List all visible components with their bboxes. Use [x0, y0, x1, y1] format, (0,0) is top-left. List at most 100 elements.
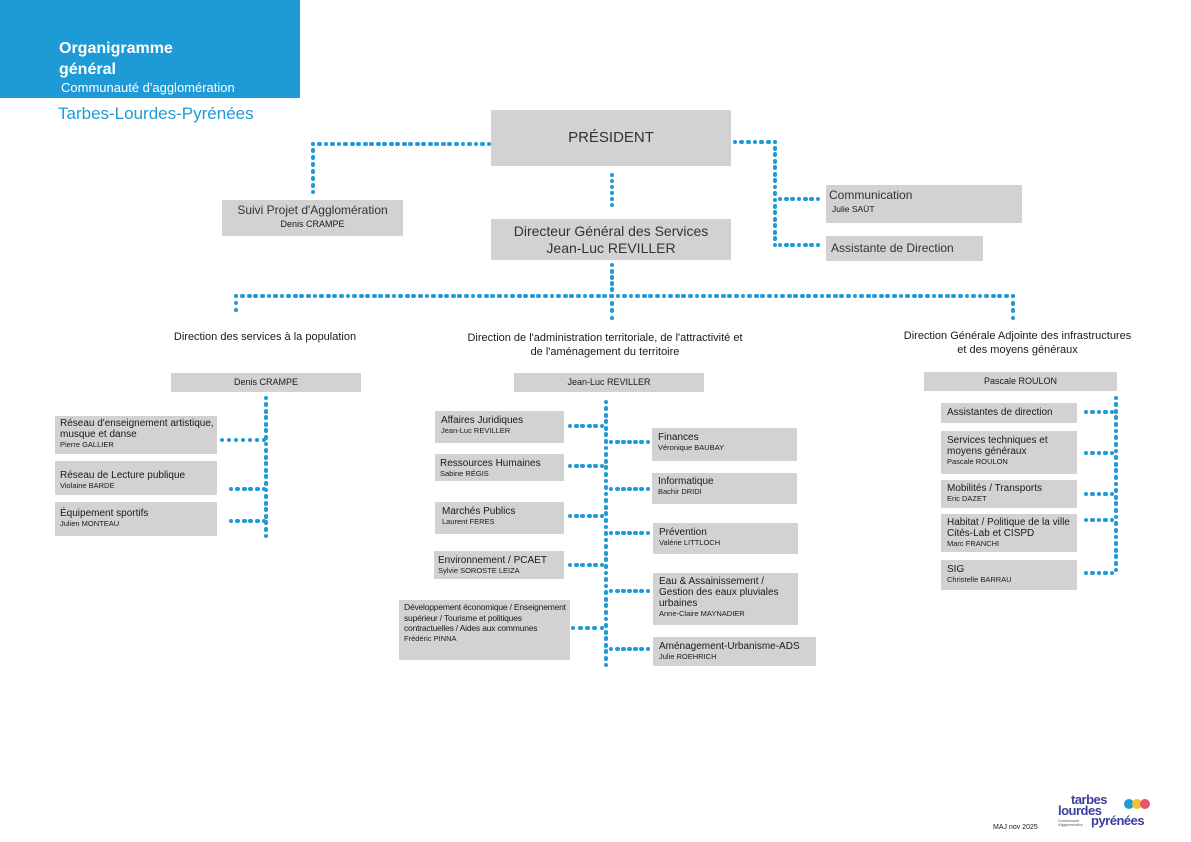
- service-title: Équipement sportifs: [60, 508, 149, 519]
- service-title: Habitat / Politique de la ville Cités-La…: [947, 517, 1070, 539]
- connector-dot: [603, 596, 609, 602]
- direction-infrastructures-label-line1: Direction Générale Adjointe des infrastr…: [903, 330, 1132, 342]
- connector-dot: [620, 486, 626, 492]
- connector-dot: [796, 242, 802, 248]
- service-finances: Finances Véronique BAUBAY: [652, 428, 797, 461]
- connector-dot: [627, 486, 632, 492]
- connector-dot: [813, 293, 818, 299]
- connector-dot: [603, 432, 609, 438]
- connector-dot: [299, 293, 305, 299]
- service-person: Eric DAZET: [947, 494, 987, 503]
- connector-dot: [362, 141, 368, 147]
- connector-dot: [310, 182, 316, 188]
- connector-dot: [872, 293, 878, 299]
- connector-dot: [1113, 481, 1119, 487]
- connector-dot: [603, 517, 609, 523]
- connector-dot: [984, 293, 990, 299]
- connector-dot: [310, 155, 316, 161]
- connector-dot: [1109, 570, 1115, 576]
- service-title: Ressources Humaines: [440, 458, 541, 469]
- connector-dot: [639, 486, 645, 492]
- connector-dot: [404, 293, 410, 299]
- connector-dot: [603, 537, 609, 543]
- connector-dot: [931, 293, 937, 299]
- connector-dot: [408, 141, 414, 147]
- connector-dot: [263, 428, 269, 434]
- connector-dot: [938, 293, 943, 299]
- population-head-box: Denis CRAMPE: [171, 373, 361, 392]
- connector-dot: [580, 423, 586, 429]
- communication-person: Julie SAÜT: [832, 204, 875, 214]
- connector-dot: [603, 511, 609, 517]
- connector-dot: [263, 448, 269, 453]
- connector-dot: [609, 262, 615, 268]
- connector-dot: [859, 293, 864, 299]
- service-title: Assistantes de direction: [947, 407, 1053, 418]
- service-amenagement-urbanisme: Aménagement-Urbanisme-ADS Julie ROEHRICH: [653, 637, 816, 666]
- connector-dot: [609, 202, 615, 208]
- connector-dot: [349, 141, 355, 147]
- connector-dot: [1090, 517, 1095, 523]
- connector-dot: [219, 437, 225, 443]
- connector-dot: [1113, 541, 1119, 546]
- connector-dot: [263, 454, 269, 460]
- connector-dot: [1113, 422, 1119, 427]
- logo-small-1: Communauté: [1058, 819, 1080, 823]
- connector-dot: [603, 623, 609, 628]
- direction-administration-label: Direction de l'administration territoria…: [420, 331, 790, 359]
- connector-dot: [655, 293, 660, 299]
- connector-dot: [1010, 300, 1016, 306]
- connector-dot: [240, 293, 245, 299]
- connector-dot: [766, 293, 772, 299]
- connector-dot: [516, 293, 522, 299]
- service-title: Environnement / PCAET: [438, 555, 547, 566]
- connector-dot: [885, 293, 891, 299]
- service-mobilites-transports: Mobilités / Transports Eric DAZET: [941, 480, 1077, 508]
- connector-dot: [427, 141, 433, 147]
- connector-dot: [1109, 409, 1115, 415]
- connector-dot: [241, 486, 247, 492]
- connector-dot: [496, 293, 502, 299]
- connector-dot: [633, 646, 639, 652]
- connector-dot: [233, 437, 239, 443]
- connector-dot: [292, 293, 298, 299]
- service-services-techniques: Services techniques et moyens généraux P…: [941, 431, 1077, 474]
- connector-dot: [586, 423, 592, 429]
- connector-dot: [614, 486, 620, 492]
- connector-dot: [603, 603, 609, 609]
- connector-dot: [627, 530, 632, 536]
- connector-dot: [1010, 293, 1016, 299]
- connector-dot: [273, 293, 278, 299]
- connector-dot: [261, 437, 267, 443]
- connector-dot: [603, 642, 609, 648]
- connector-dot: [310, 189, 316, 195]
- direction-infrastructures-label: Direction Générale Adjointe des infrastr…: [865, 329, 1170, 357]
- connector-dot: [701, 293, 706, 299]
- connector-dot: [378, 293, 384, 299]
- service-title: Affaires Juridiques: [441, 415, 524, 426]
- connector-dot: [765, 139, 771, 145]
- connector-dot: [608, 530, 614, 536]
- connector-dot: [639, 588, 645, 594]
- connector-dot: [772, 158, 778, 164]
- connector-dot: [707, 293, 713, 299]
- service-person: Anne-Claire MAYNADIER: [659, 609, 745, 618]
- connector-dot: [1113, 461, 1119, 467]
- connector-dot: [382, 141, 388, 147]
- connector-dot: [356, 141, 362, 147]
- connector-dot: [255, 486, 260, 492]
- header-title-line1: Organigramme: [59, 40, 173, 57]
- connector-dot: [839, 293, 845, 299]
- service-person: Violaine BARDE: [60, 481, 115, 490]
- connector-dot: [523, 293, 529, 299]
- connector-dot: [1113, 468, 1119, 474]
- connector-dot: [720, 293, 726, 299]
- connector-dot: [440, 141, 446, 147]
- assistante-direction-title: Assistante de Direction: [831, 241, 954, 255]
- connector-dot: [603, 412, 609, 418]
- connector-dot: [603, 583, 609, 589]
- connector-dot: [503, 293, 509, 299]
- service-ressources-humaines: Ressources Humaines Sabine RÉGIS: [435, 454, 564, 481]
- connector-dot: [332, 293, 338, 299]
